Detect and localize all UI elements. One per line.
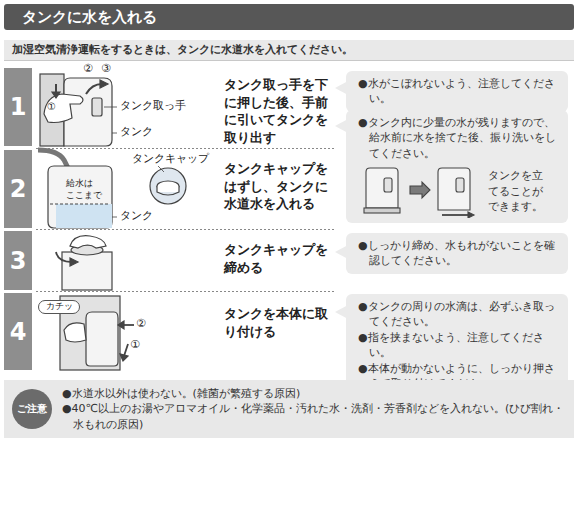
step-text: タンク取っ手を下に押した後、手前に引いてタンクを取り出す (224, 76, 332, 146)
step-number-text: 4 (10, 318, 27, 346)
part-label: タンク (120, 125, 180, 139)
step-number: 1 (4, 68, 32, 146)
part-label: 給水は ここまで (66, 178, 110, 201)
step-text: タンクキャップを締める (224, 241, 332, 276)
step-number: 2 (4, 150, 32, 228)
note-text: ●タンク内に少量の水が残りますので、給水前に水を捨てた後、振り洗いをしてください… (358, 115, 560, 161)
note-box: ●しっかり締め、水もれがないことを確認してください。 (346, 233, 568, 274)
callout-number: ① (47, 100, 61, 113)
caution-badge: ご注意 (12, 389, 52, 429)
step-number-text: 2 (10, 175, 27, 203)
intro-text: 加湿空気清浄運転をするときは、タンクに水道水を入れてください。 (12, 43, 566, 57)
title-band: タンクに水を入れる (4, 4, 574, 30)
caution-text: ●水道水以外は使わない。(雑菌が繁殖する原因) (62, 386, 566, 401)
part-label: タンク取っ手 (120, 99, 200, 113)
callout-number: ② (83, 62, 99, 76)
sound-label: カチッ (38, 300, 80, 314)
note-box: ●水がこぼれないよう、注意してください。 (346, 71, 568, 112)
part-label: タンク (120, 209, 180, 223)
callout-number: ② (136, 317, 152, 331)
tank-stand-illustration (358, 164, 484, 218)
callout-number: ③ (101, 62, 117, 76)
caution-text: ●40℃以上のお湯やアロマオイル・化学薬品・汚れた水・洗剤・芳香剤などを入れない… (62, 401, 566, 432)
note-text: ●しっかり締め、水もれがないことを確認してください。 (358, 238, 560, 269)
caution-badge-text: ご注意 (17, 402, 47, 416)
part-label: タンクキャップ (132, 152, 218, 166)
step-number: 3 (4, 231, 32, 290)
step-number-text: 1 (10, 93, 27, 121)
step-text: タンクキャップをはずし、タンクに水道水を入れる (224, 160, 332, 213)
intro-band: 加湿空気清浄運転をするときは、タンクに水道水を入れてください。 (4, 40, 574, 61)
callout-number: ① (130, 338, 146, 352)
note-text: ●指を挟まないよう、注意してください。 (358, 330, 560, 361)
step-number-text: 3 (10, 247, 27, 275)
note-text: ●水がこぼれないよう、注意してください。 (358, 76, 560, 107)
caution-box: ●水道水以外は使わない。(雑菌が繁殖する原因)●40℃以上のお湯やアロマオイル・… (4, 380, 574, 438)
note-text: ●タンクの周りの水滴は、必ずふき取ってください。 (358, 299, 560, 330)
note-row: タンクを立てることができます。 (358, 164, 560, 218)
step-text: タンクを本体に取り付ける (224, 305, 332, 340)
note-box: ●タンク内に少量の水が残りますので、給水前に水を捨てた後、振り洗いをしてください… (346, 110, 568, 223)
step-number: 4 (4, 293, 32, 370)
note-text: タンクを立てることができます。 (488, 168, 550, 214)
